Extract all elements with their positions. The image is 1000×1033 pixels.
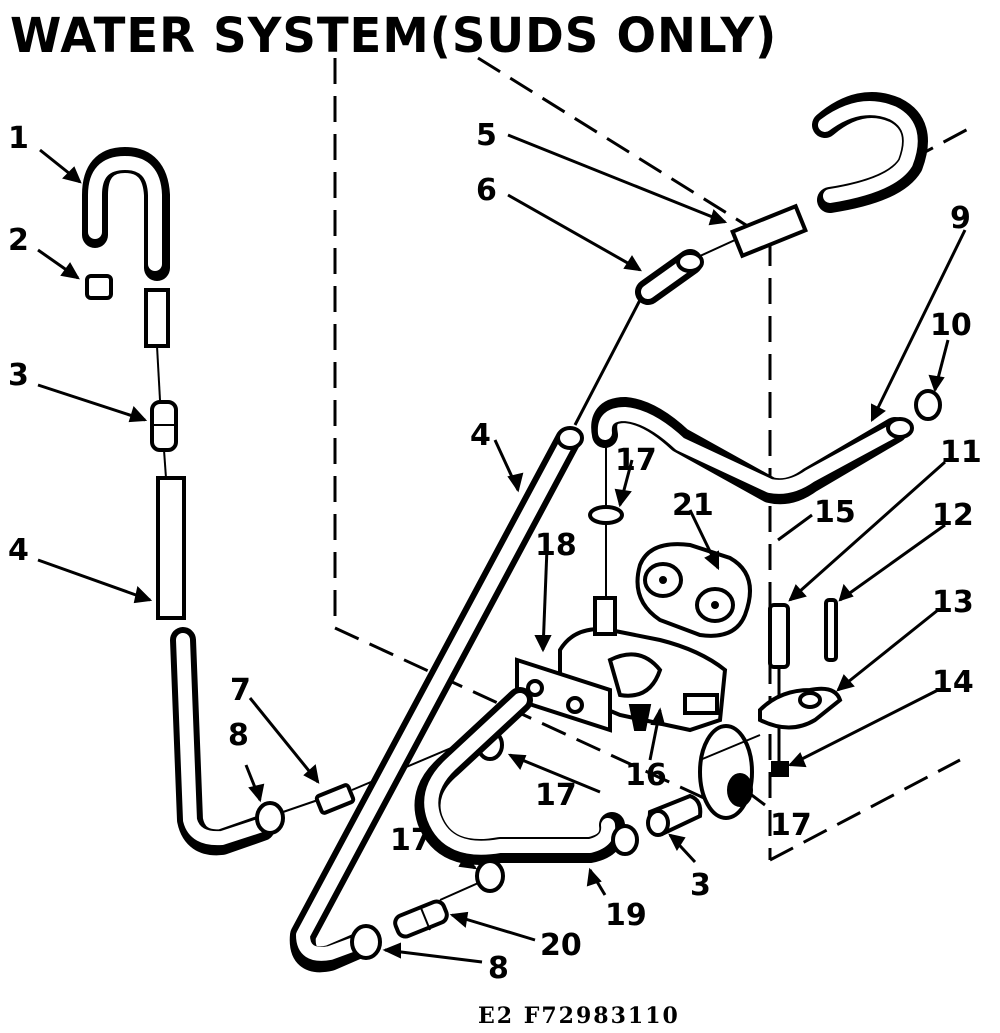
part-number-footer: E2 F72983110 xyxy=(478,1003,680,1029)
valve-21 xyxy=(635,542,752,638)
callout-20: 20 xyxy=(540,928,582,963)
callout-8-upper: 8 xyxy=(228,718,249,753)
callout-18: 18 xyxy=(535,528,577,563)
screw-11 xyxy=(768,603,790,768)
callout-6: 6 xyxy=(476,173,497,208)
callout-3-right: 3 xyxy=(690,868,711,903)
callout-16: 16 xyxy=(625,758,667,793)
nut-14 xyxy=(771,761,789,777)
tube-4-left xyxy=(156,476,186,620)
callout-8-lower: 8 xyxy=(488,951,509,986)
callout-21: 21 xyxy=(672,488,714,523)
callout-9: 9 xyxy=(950,201,971,236)
hose-19 xyxy=(414,687,626,865)
tube-4-diagonal xyxy=(289,426,584,973)
ring-17-right xyxy=(611,824,639,856)
arrowheads xyxy=(60,166,945,959)
hose-9 xyxy=(591,397,914,505)
callout-13: 13 xyxy=(932,585,974,620)
callout-5: 5 xyxy=(476,118,497,153)
callout-12: 12 xyxy=(932,498,974,533)
ring-17-upper xyxy=(588,505,624,525)
callout-10: 10 xyxy=(930,308,972,343)
coupling-3 xyxy=(150,400,178,479)
callout-17-lower: 17 xyxy=(390,823,432,858)
hose-1 xyxy=(82,147,170,281)
callout-15: 15 xyxy=(814,495,856,530)
ring-17-lower xyxy=(475,859,505,893)
fitting-3-right xyxy=(646,793,703,837)
hose-6 xyxy=(573,239,736,426)
callout-11: 11 xyxy=(940,435,982,470)
tube-5 xyxy=(730,203,808,259)
callout-2: 2 xyxy=(8,223,29,258)
callout-labels: 1 2 3 4 5 6 4 7 8 9 10 11 12 13 14 15 16… xyxy=(8,118,982,986)
clamp-8-upper xyxy=(255,801,285,835)
cap-2 xyxy=(85,274,113,300)
callout-17-right: 17 xyxy=(770,808,812,843)
callout-4: 4 xyxy=(8,533,29,568)
callout-17-upper: 17 xyxy=(615,443,657,478)
clamp-8-lower xyxy=(350,924,382,960)
fitting-20 xyxy=(393,879,486,939)
callout-4-diagonal: 4 xyxy=(470,418,491,453)
bracket-18 xyxy=(515,657,612,733)
clamp-10 xyxy=(914,389,942,421)
pin-12 xyxy=(824,598,838,662)
hose-lower-left xyxy=(170,627,275,856)
callout-19: 19 xyxy=(605,898,647,933)
diagram-title: WATER SYSTEM(SUDS ONLY) xyxy=(10,8,778,64)
callout-14: 14 xyxy=(932,665,974,700)
callout-3: 3 xyxy=(8,358,29,393)
pump-assembly xyxy=(698,724,761,820)
callout-7: 7 xyxy=(230,673,251,708)
clip-13 xyxy=(758,686,843,730)
callout-17-mid: 17 xyxy=(535,778,577,813)
hose-segment xyxy=(144,288,170,401)
callout-1: 1 xyxy=(8,121,29,156)
top-curved-hose xyxy=(812,92,928,213)
